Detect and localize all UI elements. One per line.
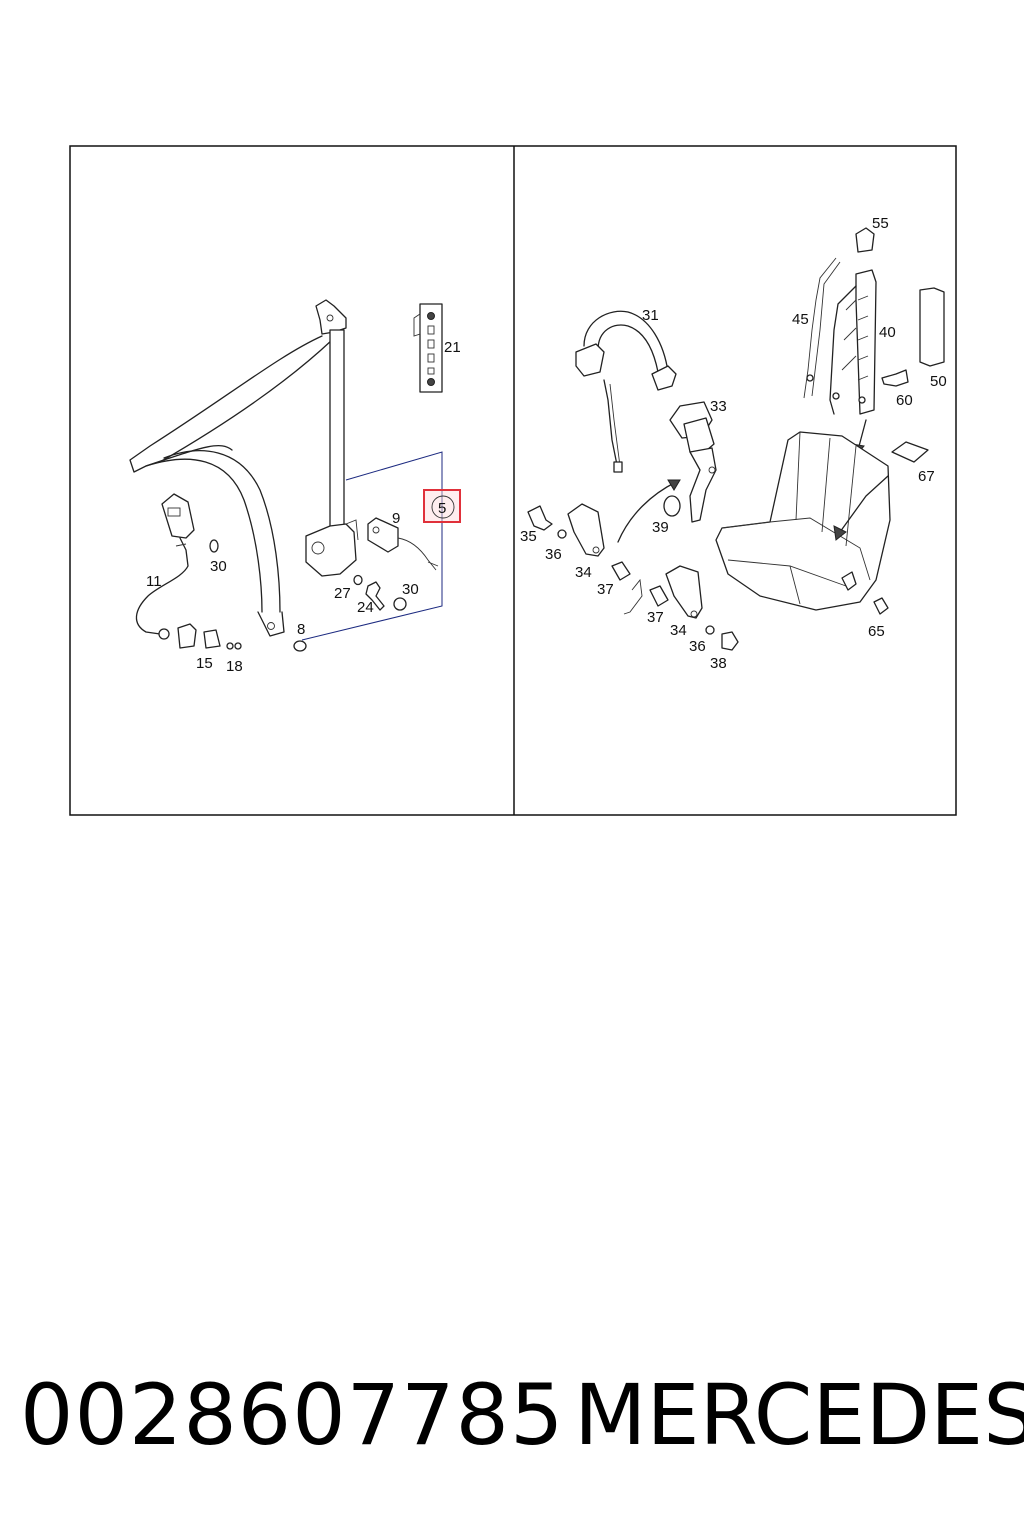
label-55: 55: [872, 215, 889, 232]
part-34-buckle-left: [527, 503, 605, 557]
label-5: 5: [438, 500, 446, 517]
label-15: 15: [196, 655, 213, 672]
label-8: 8: [297, 621, 305, 638]
label-9: 9: [392, 510, 400, 527]
label-36-a: 36: [545, 546, 562, 563]
part-11-buckle: [135, 493, 195, 640]
label-34-b: 34: [670, 622, 687, 639]
label-35: 35: [520, 528, 537, 545]
label-39: 39: [652, 519, 669, 536]
label-34-a: 34: [575, 564, 592, 581]
label-37-a: 37: [597, 581, 614, 598]
label-65: 65: [868, 623, 885, 640]
label-60: 60: [896, 392, 913, 409]
part-39: [663, 495, 681, 517]
part-9-sensor: [367, 517, 439, 571]
label-45: 45: [792, 311, 809, 328]
part-40-seat-frame: [829, 269, 877, 415]
label-31: 31: [642, 307, 659, 324]
label-30-b: 30: [402, 581, 419, 598]
label-67: 67: [918, 468, 935, 485]
arrow-head-67: [833, 525, 847, 541]
footer: 0028607785 MERCEDES: [0, 1360, 1024, 1470]
retractor-column: [305, 299, 359, 577]
belt-strap: [129, 335, 333, 637]
label-11: 11: [146, 573, 162, 590]
part-21-height-adjuster: [413, 303, 443, 393]
part-31-rear-belt: [575, 310, 677, 473]
part-67-tag: [891, 441, 929, 463]
arrow-67-to-seat: [839, 475, 889, 533]
parts-diagram: 21 9 5 11 30 27 24 30 8 15 18: [69, 145, 957, 816]
part-number: 0028607785: [20, 1366, 565, 1464]
label-27: 27: [334, 585, 351, 602]
label-36-b: 36: [689, 638, 706, 655]
rear-seat: [715, 431, 891, 611]
right-panel: 55 45 40 31 50 60 33 67 35 39 36 34 37 3…: [520, 215, 947, 672]
part-45-cable: [803, 227, 875, 399]
small-parts-left: [177, 539, 407, 652]
callout-bracket-5: [301, 451, 461, 641]
part-33-buckle-assembly: [669, 401, 717, 523]
label-18: 18: [226, 658, 243, 675]
arrow-head-33: [667, 479, 681, 491]
part-37-spacers: [611, 561, 669, 615]
label-30-a: 30: [210, 558, 227, 575]
arrow-34-to-33: [617, 481, 677, 543]
left-panel: 21 9 5 11 30 27 24 30 8 15 18: [129, 299, 461, 675]
label-50: 50: [930, 373, 947, 390]
part-65: [873, 597, 889, 615]
label-40: 40: [879, 324, 896, 341]
label-24: 24: [357, 599, 374, 616]
label-37-b: 37: [647, 609, 664, 626]
part-34-buckle-right: [665, 565, 739, 651]
part-60-bolt: [881, 369, 909, 387]
label-33: 33: [710, 398, 727, 415]
brand-name: MERCEDES: [574, 1366, 1024, 1464]
label-21: 21: [444, 339, 461, 356]
part-50-trim: [919, 287, 945, 367]
diagram-frame: [69, 145, 957, 816]
label-38: 38: [710, 655, 727, 672]
